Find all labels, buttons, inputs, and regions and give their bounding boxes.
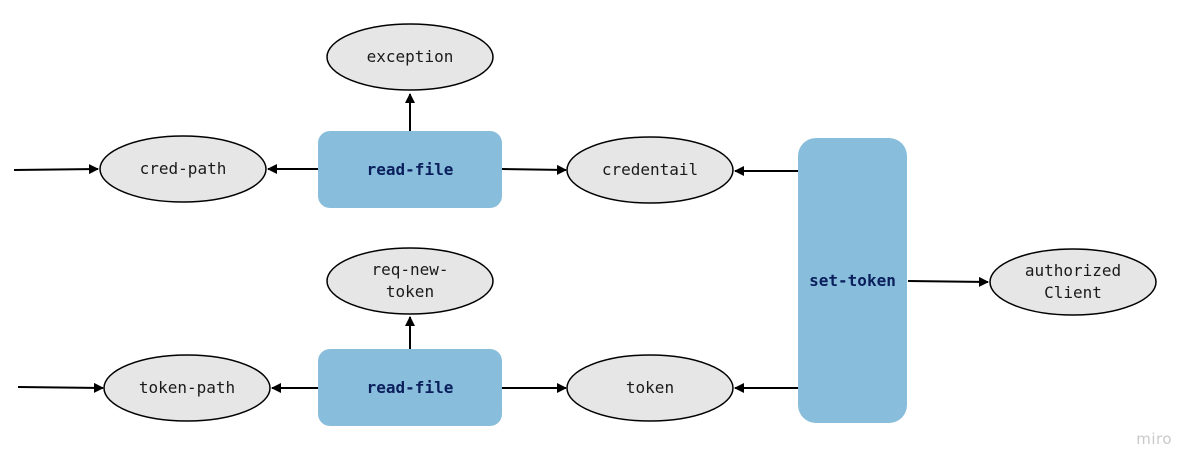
node-exception-shape [326,23,494,91]
node-exception-label: exception [367,47,454,66]
node-cred-path-shape [99,135,267,203]
node-cred-path: cred-path [99,135,267,203]
node-authorized-client-label-2: Client [1044,283,1102,302]
node-set-token-label: set-token [809,271,896,290]
edge-input-to-cred-path [13,164,99,175]
node-req-new-token-label-1: req-new- [371,260,448,279]
node-req-new-token: req-new- token [326,247,494,315]
node-read-file-bottom: read-file [318,349,502,426]
node-authorized-client: authorized Client [989,248,1157,316]
node-authorized-client-label-1: authorized [1025,261,1121,280]
node-credentail: credentail [566,136,734,204]
node-read-file-bottom-shape [318,349,502,426]
node-set-token: set-token [798,138,907,423]
node-read-file-top-label: read-file [367,160,454,179]
node-credentail-shape [566,136,734,204]
node-cred-path-label: cred-path [140,159,227,178]
node-token-path-label: token-path [139,378,235,397]
node-read-file-bottom-label: read-file [367,378,454,397]
node-req-new-token-label-2: token [386,282,434,301]
node-token: token [566,354,734,422]
node-exception: exception [326,23,494,91]
node-token-path-shape [103,354,271,422]
node-read-file-top: read-file [318,131,502,208]
node-credentail-label: credentail [602,160,698,179]
edge-read-file-top-to-credentail [501,164,567,175]
node-authorized-client-shape [989,248,1157,316]
node-set-token-shape [798,138,907,423]
edges [13,93,989,393]
miro-watermark: miro [1136,430,1172,448]
edge-input-to-token-path [17,382,104,393]
node-token-path: token-path [103,354,271,422]
node-req-new-token-shape [326,247,494,315]
node-token-label: token [626,378,674,397]
node-token-shape [566,354,734,422]
edge-set-token-to-authorized-client [907,276,989,287]
node-read-file-top-shape [318,131,502,208]
